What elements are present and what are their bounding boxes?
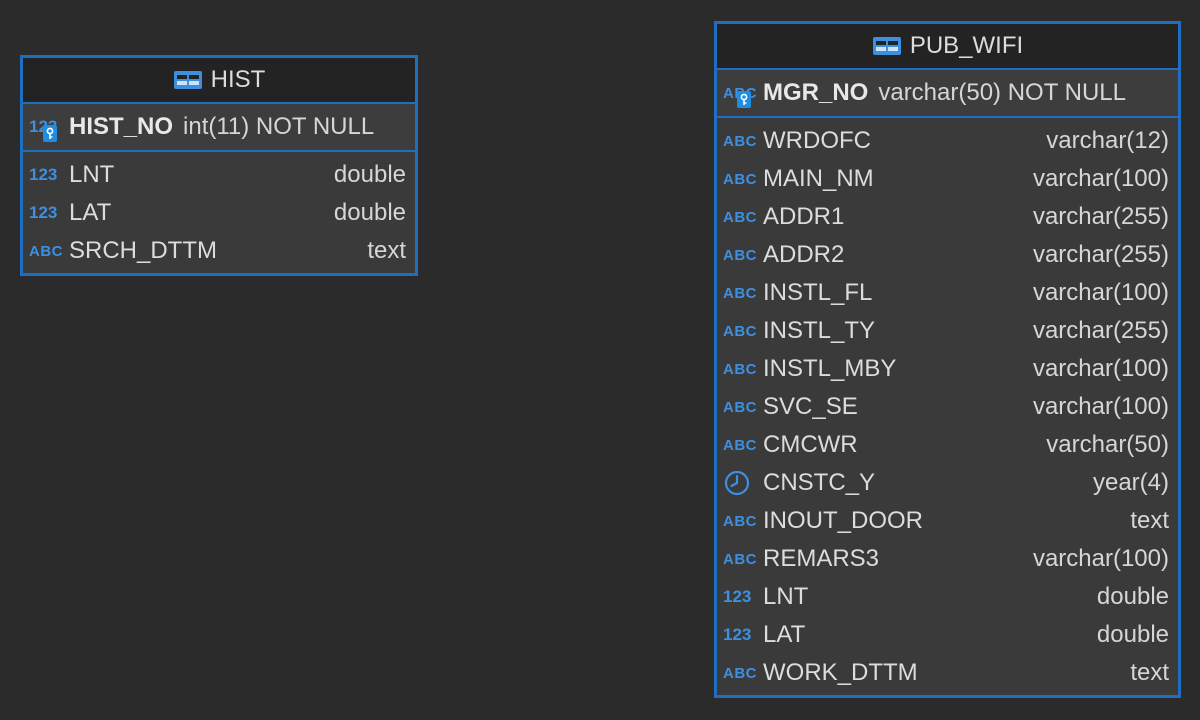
column-type: varchar(100) [1032,545,1169,572]
column-row[interactable]: ABC SRCH_DTTM text [23,232,415,270]
table-header[interactable]: PUB_WIFI [717,24,1178,70]
column-name: ADDR1 [763,203,845,230]
string-type-icon: ABC [723,208,757,226]
column-row[interactable]: 123 LAT double [717,616,1178,654]
column-type: varchar(50) NOT NULL [878,79,1126,106]
column-type: varchar(255) [1032,317,1169,344]
column-row[interactable]: ABC REMARS3 varchar(100) [717,540,1178,578]
column-name: CMCWR [763,431,858,458]
column-row[interactable]: ABC INSTL_TY varchar(255) [717,312,1178,350]
column-row[interactable]: ABC INSTL_FL varchar(100) [717,274,1178,312]
string-type-icon: ABC [723,246,757,264]
column-row[interactable]: CNSTC_Y year(4) [717,464,1178,502]
column-list: 123 LNT double 123 LAT double ABC SRCH_D… [23,152,415,273]
column-type: varchar(100) [1032,355,1169,382]
column-type: varchar(50) [1046,431,1169,458]
column-row[interactable]: ABC WORK_DTTM text [717,654,1178,692]
clock-icon [723,470,757,496]
column-type: double [1096,583,1169,610]
column-name: INSTL_FL [763,279,873,306]
column-name: INSTL_TY [763,317,876,344]
numeric-type-icon: 123 [29,165,58,184]
primary-key-row[interactable]: 123 HIST_NO int(11) NOT NULL [23,104,415,152]
string-type-icon: ABC [723,170,757,188]
string-key-icon: ABC [723,81,757,108]
column-name: MAIN_NM [763,165,874,192]
string-type-icon: ABC [723,322,757,340]
column-name: MGR_NO [763,79,869,106]
column-row[interactable]: 123 LNT double [717,578,1178,616]
column-name: HIST_NO [69,113,174,140]
column-name: SRCH_DTTM [69,237,217,264]
table-header[interactable]: HIST [23,58,415,104]
string-type-icon: ABC [723,398,757,416]
table-icon [173,70,203,90]
column-type: text [1130,659,1169,686]
column-row[interactable]: ABC ADDR2 varchar(255) [717,236,1178,274]
column-type: varchar(100) [1032,165,1169,192]
column-row[interactable]: ABC INOUT_DOOR text [717,502,1178,540]
column-name: LAT [69,199,112,226]
numeric-type-icon: 123 [723,625,752,644]
table-hist[interactable]: HIST 123 HIST_NO int(11) NOT NULL 123 LN… [20,55,418,276]
column-type: varchar(12) [1046,127,1169,154]
column-type: double [333,199,406,226]
column-name: LNT [69,161,115,188]
string-type-icon: ABC [723,512,757,530]
string-type-icon: ABC [723,664,757,682]
column-name: SVC_SE [763,393,858,420]
column-type: text [367,237,406,264]
column-name: WORK_DTTM [763,659,918,686]
column-name: LNT [763,583,809,610]
column-name: INSTL_MBY [763,355,897,382]
column-row[interactable]: ABC CMCWR varchar(50) [717,426,1178,464]
column-name: INOUT_DOOR [763,507,924,534]
column-type: year(4) [1092,469,1169,496]
string-type-icon: ABC [723,132,757,150]
primary-key-row[interactable]: ABC MGR_NO varchar(50) NOT NULL [717,70,1178,118]
column-type: varchar(255) [1032,241,1169,268]
column-row[interactable]: 123 LNT double [23,156,415,194]
column-name: WRDOFC [763,127,871,154]
table-title: HIST [210,66,266,93]
numeric-type-icon: 123 [29,203,58,222]
string-type-icon: ABC [723,436,757,454]
column-name: ADDR2 [763,241,845,268]
column-type: double [333,161,406,188]
column-name: REMARS3 [763,545,880,572]
column-type: varchar(100) [1032,279,1169,306]
column-type: varchar(100) [1032,393,1169,420]
table-pub-wifi[interactable]: PUB_WIFI ABC MGR_NO varchar(50) NOT NULL… [714,21,1181,698]
column-name: LAT [763,621,806,648]
column-type: int(11) NOT NULL [183,113,375,140]
string-type-icon: ABC [723,284,757,302]
table-icon [872,36,902,56]
column-list: ABC WRDOFC varchar(12) ABC MAIN_NM varch… [717,118,1178,695]
string-type-icon: ABC [723,360,757,378]
column-name: CNSTC_Y [763,469,876,496]
column-type: double [1096,621,1169,648]
numeric-key-icon: 123 [29,115,63,142]
column-row[interactable]: ABC MAIN_NM varchar(100) [717,160,1178,198]
column-row[interactable]: ABC INSTL_MBY varchar(100) [717,350,1178,388]
table-title: PUB_WIFI [909,32,1024,59]
column-type: varchar(255) [1032,203,1169,230]
column-row[interactable]: ABC SVC_SE varchar(100) [717,388,1178,426]
column-row[interactable]: ABC WRDOFC varchar(12) [717,122,1178,160]
column-type: text [1130,507,1169,534]
numeric-type-icon: 123 [723,587,752,606]
column-row[interactable]: ABC ADDR1 varchar(255) [717,198,1178,236]
string-type-icon: ABC [29,242,63,260]
column-row[interactable]: 123 LAT double [23,194,415,232]
string-type-icon: ABC [723,550,757,568]
